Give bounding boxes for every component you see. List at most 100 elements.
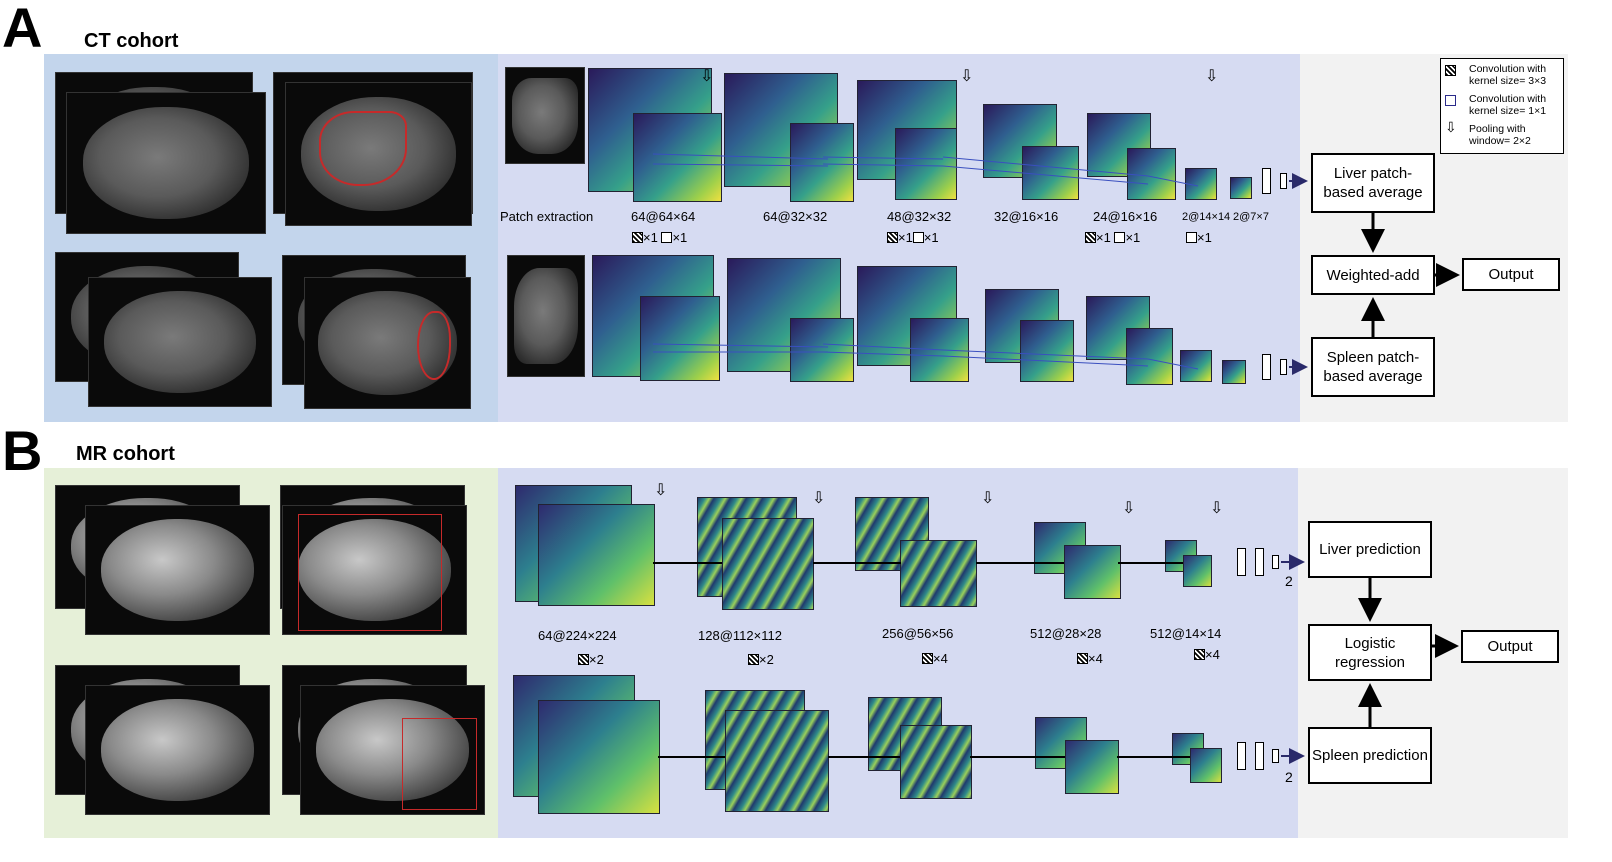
ct-layer-size-1: 64@64×64 (631, 209, 696, 224)
liver-contour (319, 111, 407, 187)
ct-layer-ops-6: ×1 (1186, 230, 1212, 245)
ct-spleen-fc-bar-2 (1280, 359, 1287, 375)
conv3x3-icon (1077, 653, 1088, 664)
ct-layer-size-4: 32@16×16 (994, 209, 1059, 224)
mr-connectors (653, 562, 1190, 758)
mr-layer-size-4: 512@28×28 (1030, 626, 1102, 641)
legend: Convolution with kernel size= 3×3 Convol… (1440, 58, 1564, 154)
ct-patch-extraction-label: Patch extraction (500, 209, 594, 224)
mr-layer-op-5: ×4 (1194, 647, 1220, 662)
mr-liver-prediction-box: Liver prediction (1308, 521, 1432, 578)
mr-layer-op-2: ×2 (748, 652, 774, 667)
ct-layer-size-2: 64@32×32 (763, 209, 828, 224)
mr-cohort-title: MR cohort (76, 443, 175, 465)
conv1x1-icon (912, 232, 924, 243)
ct-spleen-fmap-2 (727, 258, 841, 372)
ct-spleen-fmap-1-front (640, 296, 720, 381)
mr-scan-liver-roi-front (282, 505, 467, 635)
conv1x1-icon (661, 232, 673, 243)
ct-layer-size-3: 48@32×32 (887, 209, 952, 224)
ct-pool-arrow-icon-2: ⇩ (960, 68, 974, 85)
legend-conv1-label: Convolution with kernel size= 1×1 (1469, 93, 1547, 117)
mr-spleen-fc-bar-1 (1237, 742, 1246, 770)
mr-spleen-fmap-2-front (725, 710, 829, 812)
op-count: ×1 (923, 230, 939, 245)
panel-a-letter: A (2, 0, 43, 59)
conv1x1-icon (1114, 232, 1126, 243)
mr-scan-spleen-roi-front (300, 685, 485, 815)
ct-liver-fmap-3-front (895, 128, 957, 200)
ct-spleen-fmap-3-front (910, 318, 969, 382)
ct-spleen-fmap-4-front (1020, 320, 1074, 382)
mr-spleen-prediction-box: Spleen prediction (1308, 727, 1432, 784)
ct-liver-fmap-5-front (1127, 148, 1176, 200)
ct-liver-fc-bar-2 (1280, 173, 1287, 189)
ct-spleen-average-box: Spleen patch-based average (1311, 337, 1435, 397)
mr-layer-size-2: 128@112×112 (698, 628, 782, 643)
ct-layer-size-7: 2@7×7 (1233, 211, 1269, 223)
ct-liver-patch-source (505, 67, 585, 164)
mr-spleen-fc-output-count: 2 (1285, 769, 1293, 785)
mr-liver-fmap-1-front (538, 504, 655, 606)
ct-spleen-fmap-2-front (790, 318, 854, 382)
mr-pool-arrow-icon-3: ⇩ (981, 490, 995, 507)
conv3x3-icon (1194, 649, 1205, 660)
ct-scan-liver-seg-front (285, 82, 472, 226)
mr-liver-fmap-3-front (900, 540, 977, 607)
ct-layer-ops-1: ×1 ×1 (632, 230, 687, 245)
ct-liver-fc-bar-1 (1262, 168, 1271, 194)
mr-layer-size-5: 512@14×14 (1150, 626, 1222, 641)
mr-layer-op-4: ×4 (1077, 651, 1103, 666)
ct-pool-arrow-icon-3: ⇩ (1205, 68, 1219, 85)
ct-liver-fmap-7 (1230, 177, 1252, 199)
mr-spleen-fmap-4-front (1065, 740, 1119, 794)
ct-weighted-add-box: Weighted-add (1311, 255, 1435, 295)
mr-pool-arrow-icon-4: ⇩ (1122, 500, 1136, 517)
mr-spleen-fmap-1-front (538, 700, 660, 814)
ct-scan-liver-front (66, 92, 266, 234)
panel-b-letter: B (2, 419, 43, 482)
legend-pool-label: Pooling with window= 2×2 (1469, 123, 1531, 147)
ct-liver-fmap-4-front (1022, 146, 1079, 200)
mr-liver-fc-output-count: 2 (1285, 573, 1293, 589)
op-count: ×2 (589, 652, 604, 667)
mr-spleen-fmap-3-front (900, 725, 972, 799)
mr-spleen-fmap-5-front (1190, 748, 1222, 783)
liver-roi-box (297, 513, 443, 631)
ct-spleen-fmap-7 (1222, 360, 1246, 384)
legend-conv3-label: Convolution with kernel size= 3×3 (1469, 63, 1547, 87)
mr-pool-arrow-icon-2: ⇩ (812, 490, 826, 507)
ct-liver-average-box: Liver patch-based average (1311, 153, 1435, 213)
mr-spleen-fc-bar-2 (1255, 742, 1264, 770)
mr-liver-fc-bar-1 (1237, 548, 1246, 576)
op-count: ×1 (1125, 230, 1141, 245)
mr-layer-op-1: ×2 (578, 652, 604, 667)
op-count: ×1 (1096, 230, 1111, 245)
ct-scan-spleen-seg-front (304, 277, 471, 409)
pool-arrow-icon: ⇩ (1445, 119, 1457, 135)
ct-pool-arrow-icon-1: ⇩ (700, 68, 714, 85)
mr-liver-fc-bar-2 (1255, 548, 1264, 576)
mr-layer-size-3: 256@56×56 (882, 626, 954, 641)
spleen-roi-box (401, 718, 477, 810)
ct-layer-ops-3: ×1 ×1 (887, 230, 939, 245)
ct-layer-ops-5: ×1 ×1 (1085, 230, 1140, 245)
conv3x3-icon (922, 653, 933, 664)
mr-output-box: Output (1461, 630, 1559, 663)
op-count: ×4 (1205, 647, 1220, 662)
ct-patch-lines (652, 153, 1199, 370)
ct-scan-spleen-front (88, 277, 272, 407)
conv3x3-icon (1445, 65, 1456, 76)
conv3x3-icon (748, 654, 759, 665)
op-count: ×2 (759, 652, 774, 667)
mr-liver-fmap-2-front (722, 518, 814, 610)
mr-pool-arrow-icon-1: ⇩ (654, 482, 668, 499)
ct-liver-fmap-2-front (790, 123, 854, 202)
ct-layer-size-5: 24@16×16 (1093, 209, 1158, 224)
ct-spleen-fmap-5-front (1126, 328, 1173, 385)
conv3x3-icon (1085, 232, 1096, 243)
conv3x3-icon (887, 232, 898, 243)
conv1x1-icon (1445, 95, 1456, 106)
op-count: ×1 (898, 230, 913, 245)
